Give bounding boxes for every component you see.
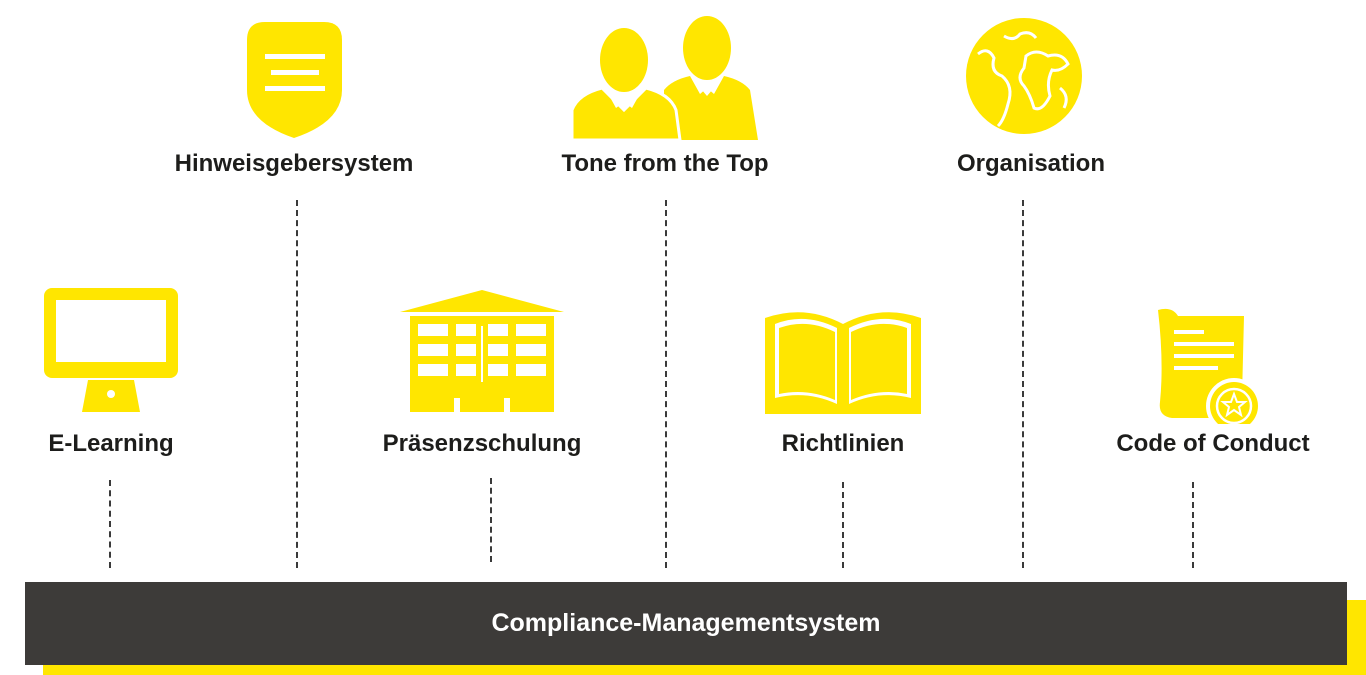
- speech-bubble-icon: [247, 22, 342, 138]
- base-bar: Compliance-Managementsystem: [25, 582, 1347, 665]
- school-building-icon: [400, 290, 564, 412]
- pillar-label-organisation: Organisation: [956, 150, 1106, 177]
- monitor-icon: [44, 288, 178, 412]
- pillar-label-code-of-conduct: Code of Conduct: [1116, 430, 1310, 457]
- pillar-label-hinweisgebersystem: Hinweisgebersystem: [174, 150, 414, 177]
- pillar-label-richtlinien: Richtlinien: [781, 430, 905, 457]
- connector-line-praesenzschulung: [490, 478, 492, 562]
- pillar-label-e-learning: E-Learning: [48, 430, 174, 457]
- connector-line-code-of-conduct: [1192, 482, 1194, 568]
- connector-line-organisation: [1022, 200, 1024, 568]
- base-label: Compliance-Managementsystem: [491, 609, 881, 637]
- connector-line-hinweisgebersystem: [296, 200, 298, 568]
- connector-line-tone-from-the-top: [665, 200, 667, 568]
- people-icon: [572, 16, 758, 140]
- open-book-icon: [765, 312, 921, 414]
- pillar-label-praesenzschulung: Präsenzschulung: [382, 430, 582, 457]
- certificate-icon: [1158, 308, 1262, 424]
- pillar-label-tone-from-the-top: Tone from the Top: [561, 150, 769, 177]
- globe-icon: [966, 18, 1082, 134]
- connector-line-e-learning: [109, 480, 111, 568]
- connector-line-richtlinien: [842, 482, 844, 568]
